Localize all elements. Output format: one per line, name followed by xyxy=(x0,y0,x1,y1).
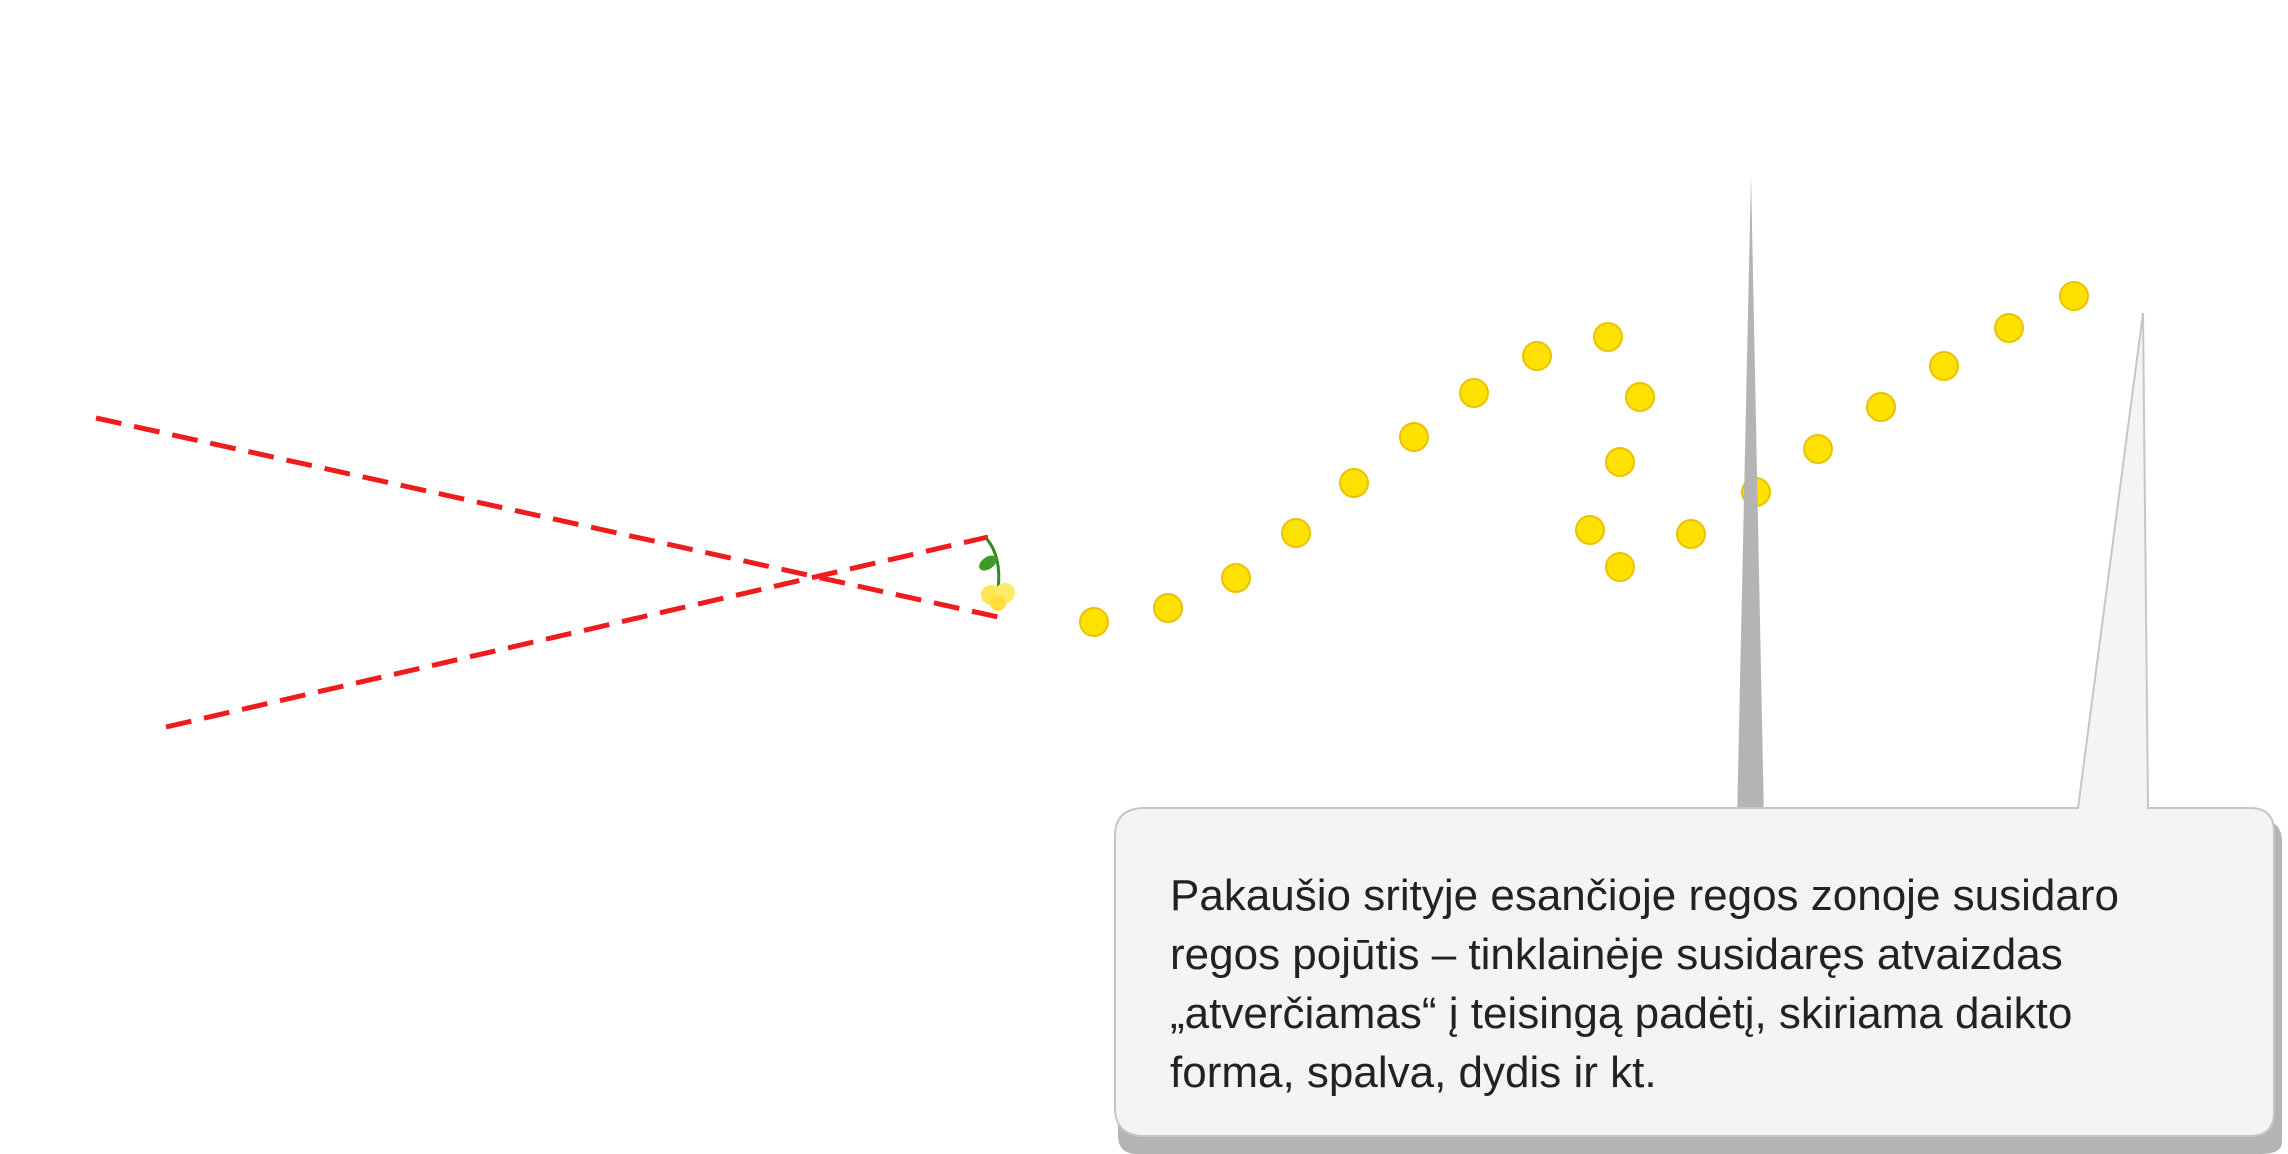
dot-icon xyxy=(1153,593,1183,623)
dot-icon xyxy=(1281,518,1311,548)
dot-icon xyxy=(2059,281,2089,311)
dot-icon xyxy=(1459,378,1489,408)
dot-icon xyxy=(1605,447,1635,477)
dot-icon xyxy=(1605,552,1635,582)
callout-bubble xyxy=(1114,175,2282,1154)
dot-icon xyxy=(1676,519,1706,549)
dot-icon xyxy=(1929,351,1959,381)
flower-petal xyxy=(990,595,1006,611)
dot-icon xyxy=(1399,422,1429,452)
dot-icon xyxy=(1625,382,1655,412)
light-rays xyxy=(95,415,999,730)
dot-icon xyxy=(1803,434,1833,464)
callout-line: Pakaušio srityje esančioje regos zonoje … xyxy=(1170,871,2119,920)
dot-icon xyxy=(1866,392,1896,422)
dot-icon xyxy=(1339,468,1369,498)
flower-stem xyxy=(984,537,1001,591)
dot-icon xyxy=(1522,341,1552,371)
flower-leaf xyxy=(979,555,997,571)
callout-text: Pakaušio srityje esančioje regos zonoje … xyxy=(1170,866,2230,1102)
light-ray-upper xyxy=(95,415,999,620)
dot-icon xyxy=(1994,313,2024,343)
light-ray-lower xyxy=(165,534,989,730)
callout-line: forma, spalva, dydis ir kt. xyxy=(1170,1048,1657,1097)
dot-icon xyxy=(1593,322,1623,352)
dot-icon xyxy=(1221,563,1251,593)
flower-icon xyxy=(979,537,1015,611)
callout-line: regos pojūtis – tinklainėje susidaręs at… xyxy=(1170,930,2063,979)
callout-line: „atverčiamas“ į teisingą padėtį, skiriam… xyxy=(1170,989,2073,1038)
dot-icon xyxy=(1575,515,1605,545)
signal-dots xyxy=(1079,281,2089,637)
callout-body xyxy=(1114,312,2275,1137)
dot-icon xyxy=(1079,607,1109,637)
